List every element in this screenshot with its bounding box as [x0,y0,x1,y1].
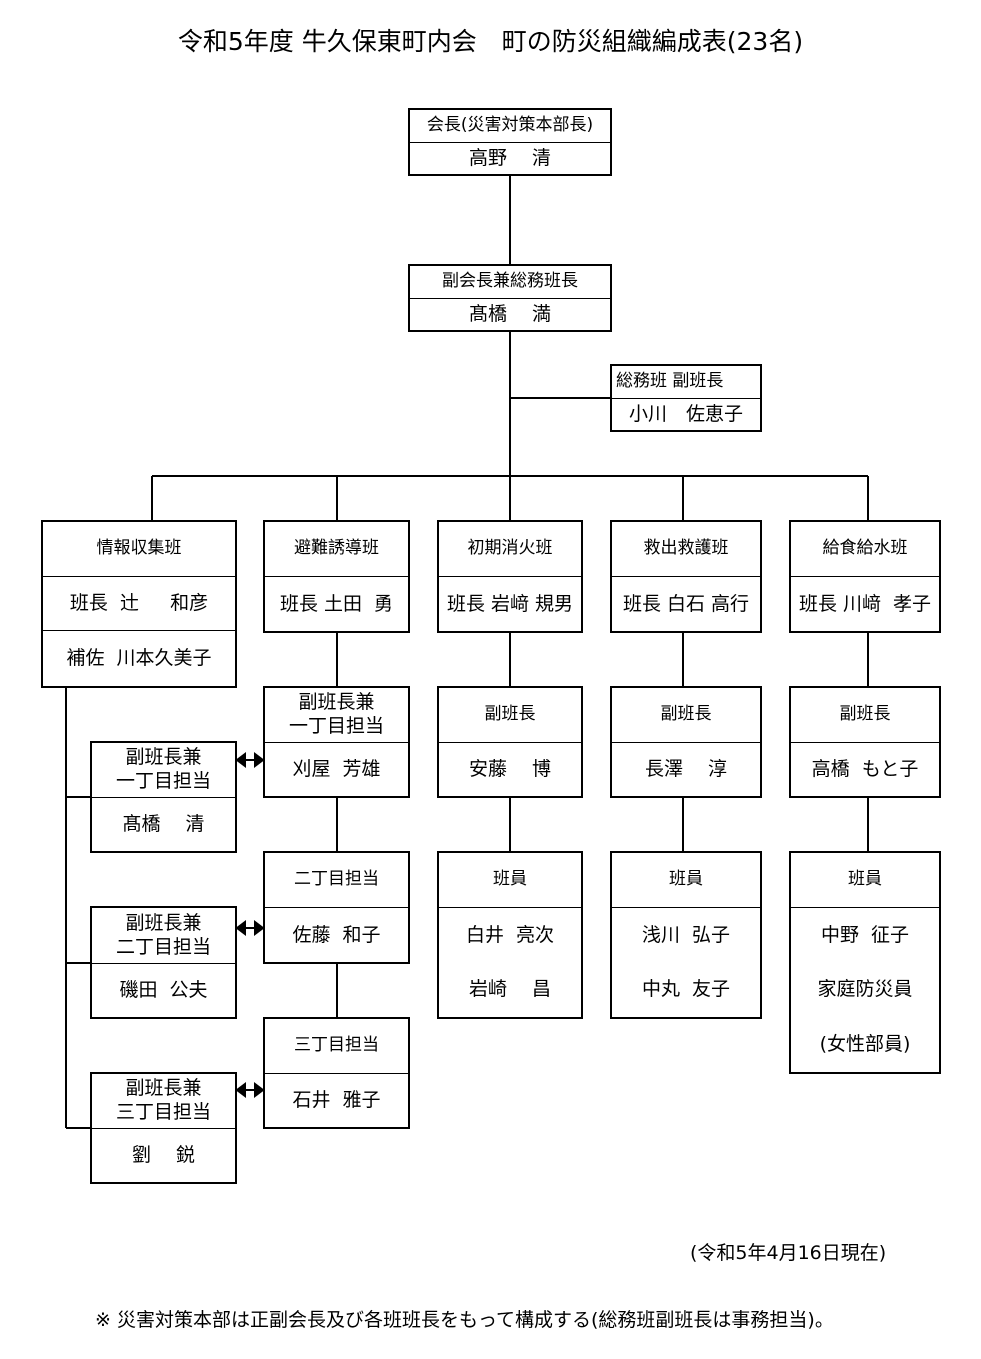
chart-title: 令和5年度 牛久保東町内会 町の防災組織編成表(23名) [177,27,804,56]
rescue-members-box: 班員 浅川 弘子 中丸 友子 [610,851,762,1019]
role-label: 副班長 [839,704,891,725]
member-name: 班長 白石 高行 [612,576,760,632]
fire-vice-box: 副班長 安藤 博 [437,686,583,798]
role-label: 副班長 [484,704,536,725]
member-name: 班長 岩﨑 規男 [439,576,581,632]
food-members-box: 班員 中野 征子 家庭防災員 (女性部員) [789,851,941,1074]
double-arrow-icon [235,752,265,1098]
fire-members-box: 班員 白井 亮次 岩崎 昌 [437,851,583,1019]
info-district-1-box: 副班長兼 一丁目担当 髙橋 清 [90,741,237,853]
member-name: 劉 鋭 [92,1128,235,1183]
member-name: 中丸 友子 [641,977,731,1000]
info-district-3-box: 副班長兼 三丁目担当 劉 鋭 [90,1072,237,1184]
team-name: 給食給水班 [822,538,908,559]
team-info-box: 情報収集班 班長 辻 和彦 補佐 川本久美子 [41,520,237,688]
member-name: 浅川 弘子 [612,907,760,963]
food-vice-box: 副班長 高橋 もと子 [789,686,941,798]
member-name: 白井 亮次 [439,907,581,963]
vice-chairman-box: 副会長兼総務班長 髙橋 満 [408,264,612,332]
role-label: 副班長兼 一丁目担当 [288,691,384,737]
evac-district-3-box: 三丁目担当 石井 雅子 [263,1017,410,1129]
team-name: 避難誘導班 [294,538,379,559]
team-name: 情報収集班 [96,538,182,559]
info-district-2-box: 副班長兼 二丁目担当 磯田 公夫 [90,906,237,1019]
team-rescue-box: 救出救護班 班長 白石 高行 [610,520,762,633]
role-label: 副班長兼 一丁目担当 [115,746,211,792]
role-label: 副班長兼 二丁目担当 [115,911,211,958]
team-name: 初期消火班 [467,538,553,559]
member-name: 髙橋 満 [410,298,610,331]
member-name: 長澤 淳 [612,742,760,797]
member-name: 髙橋 清 [92,797,235,852]
member-name: 家庭防災員 [817,977,913,1000]
role-label: 班員 [493,869,527,890]
member-name: 班長 土田 勇 [265,576,408,632]
role-label: 副会長兼総務班長 [442,271,578,292]
member-name: 高野 清 [410,142,610,175]
member-name: 磯田 公夫 [92,963,235,1018]
role-label: 三丁目担当 [294,1035,379,1056]
member-name: 小川 佐恵子 [612,398,760,431]
chairman-box: 会長(災害対策本部長) 高野 清 [408,108,612,176]
member-name: 安藤 博 [439,742,581,797]
member-name: 補佐 川本久美子 [43,630,235,687]
footnote: ※ 災害対策本部は正副会長及び各班班長をもって構成する(総務班副班長は事務担当)… [95,1309,834,1331]
general-vice-box: 総務班 副班長 小川 佐恵子 [610,364,762,432]
member-name: 班長 辻 和彦 [43,576,235,631]
rescue-vice-box: 副班長 長澤 淳 [610,686,762,798]
role-label: 副班長兼 三丁目担当 [115,1077,211,1123]
member-name: 班長 川﨑 孝子 [791,576,939,632]
role-label: 副班長 [660,704,712,725]
role-label: 総務班 副班長 [616,371,724,392]
member-name: (女性部員) [819,1032,911,1055]
role-label: 会長(災害対策本部長) [426,115,594,136]
member-name: 岩崎 昌 [468,977,552,1000]
role-label: 班員 [669,869,703,890]
evac-district-2-box: 二丁目担当 佐藤 和子 [263,851,410,964]
member-name: 高橋 もと子 [791,742,939,797]
member-name: 佐藤 和子 [265,907,408,963]
team-evac-box: 避難誘導班 班長 土田 勇 [263,520,410,633]
team-name: 救出救護班 [643,538,729,559]
member-name: 石井 雅子 [265,1073,408,1128]
evac-district-1-box: 副班長兼 一丁目担当 刈屋 芳雄 [263,686,410,798]
role-label: 二丁目担当 [294,869,379,890]
role-label: 班員 [848,869,882,890]
member-name: 刈屋 芳雄 [265,742,408,797]
member-name: 中野 征子 [791,907,939,963]
as-of-date: (令和5年4月16日現在) [690,1242,887,1264]
team-fire-box: 初期消火班 班長 岩﨑 規男 [437,520,583,633]
team-food-box: 給食給水班 班長 川﨑 孝子 [789,520,941,633]
